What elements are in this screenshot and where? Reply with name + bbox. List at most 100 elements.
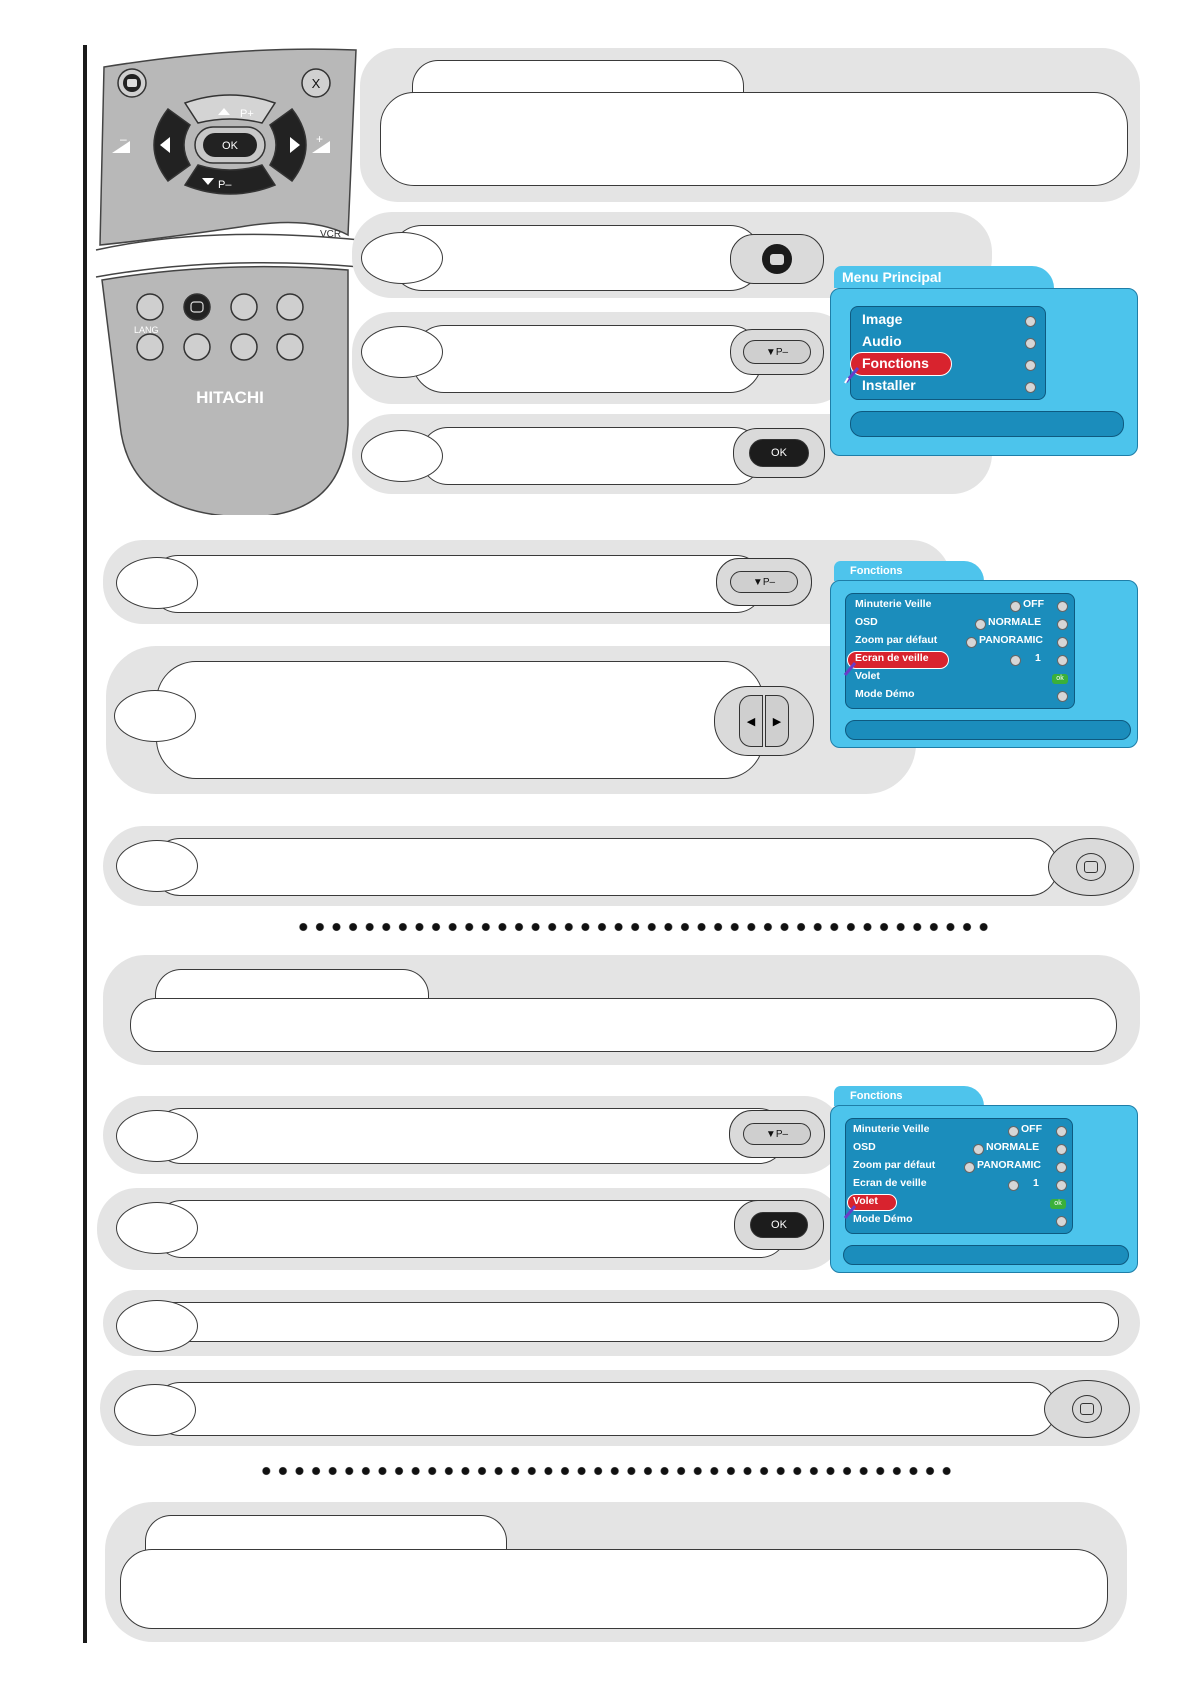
ok-button-icon: OK bbox=[733, 428, 825, 478]
arrow-dot-icon bbox=[1057, 637, 1068, 648]
intro-text-box bbox=[380, 92, 1128, 186]
p-minus-label: P– bbox=[775, 1128, 789, 1140]
step-text-box bbox=[420, 427, 762, 485]
p-minus-label: P– bbox=[775, 346, 789, 358]
ok-badge: ok bbox=[1050, 1199, 1066, 1209]
remote-menu-lower-button bbox=[183, 293, 211, 321]
info-tab bbox=[155, 969, 429, 1000]
remote-ok-label: OK bbox=[222, 140, 239, 152]
step-text-box bbox=[150, 555, 764, 613]
remote-p-plus-label: P+ bbox=[240, 108, 254, 120]
step-number-circle bbox=[116, 1202, 198, 1254]
ok-label: OK bbox=[771, 1219, 787, 1231]
arrow-dot-icon bbox=[1057, 691, 1068, 702]
arrow-dot-icon bbox=[1010, 655, 1021, 666]
remote-right-button bbox=[269, 107, 307, 183]
fonctions-row-value: 1 bbox=[1033, 1177, 1039, 1189]
arrow-dot-icon bbox=[1057, 601, 1068, 612]
step-text-box bbox=[154, 1382, 1056, 1436]
ok-button-inner: OK bbox=[749, 439, 809, 467]
step-number-circle bbox=[116, 840, 198, 892]
step-text-box bbox=[156, 661, 764, 779]
remote-lang-label: LANG bbox=[134, 325, 159, 335]
p-minus-button-icon: ▼ P– bbox=[729, 1110, 825, 1158]
fonctions-row-label[interactable]: OSD bbox=[855, 616, 878, 628]
fonctions-row-label[interactable]: Zoom par défaut bbox=[855, 634, 938, 646]
fonctions-row-value: PANORAMIC bbox=[977, 1159, 1041, 1171]
arrow-dot-icon bbox=[1056, 1162, 1067, 1173]
menu-button-icon bbox=[730, 234, 824, 284]
fonctions-menu-1-highlight bbox=[847, 651, 949, 669]
remote-p-plus-button bbox=[183, 94, 277, 124]
arrow-dot-icon bbox=[1008, 1126, 1019, 1137]
p-minus-button-icon: ▼ P– bbox=[730, 329, 824, 375]
arrow-dot-icon bbox=[1057, 655, 1068, 666]
step-number-circle bbox=[114, 690, 196, 742]
info-tab bbox=[145, 1515, 507, 1552]
fonctions-menu-2-list bbox=[845, 1118, 1073, 1234]
remote-p-minus-button bbox=[183, 164, 277, 195]
step-number-circle bbox=[361, 232, 443, 284]
fonctions-menu-1-status-bar bbox=[845, 720, 1131, 740]
ok-badge: ok bbox=[1052, 674, 1068, 684]
arrow-dot-icon bbox=[1025, 382, 1036, 393]
dotted-separator bbox=[258, 1464, 958, 1478]
remote-control-illustration: X P+ P– OK – + VCR LANG HITACHI bbox=[95, 48, 361, 515]
arrow-dot-icon bbox=[1025, 360, 1036, 371]
fonctions-row-value: OFF bbox=[1021, 1123, 1042, 1135]
fonctions-row-value: 1 bbox=[1035, 652, 1041, 664]
arrow-dot-icon bbox=[1057, 619, 1068, 630]
step-number-circle bbox=[116, 1300, 198, 1352]
arrow-dot-icon bbox=[1056, 1216, 1067, 1227]
step-number-circle bbox=[361, 326, 443, 378]
menu-item-audio[interactable]: Audio bbox=[862, 333, 902, 349]
menu-button-icon bbox=[1048, 838, 1134, 896]
intro-tab bbox=[412, 60, 744, 95]
arrow-dot-icon bbox=[973, 1144, 984, 1155]
info-text-box bbox=[120, 1549, 1108, 1629]
fonctions-menu-2-title: Fonctions bbox=[834, 1086, 984, 1106]
fonctions-row-label[interactable]: Mode Démo bbox=[853, 1213, 913, 1225]
fonctions-row-value: OFF bbox=[1023, 598, 1044, 610]
menu-item-installer[interactable]: Installer bbox=[862, 377, 916, 393]
arrow-dot-icon bbox=[1025, 316, 1036, 327]
fonctions-row-label[interactable]: Zoom par défaut bbox=[853, 1159, 936, 1171]
fonctions-row-label[interactable]: Ecran de veille bbox=[855, 652, 929, 664]
menu-principal-highlight bbox=[850, 352, 952, 376]
step-text-box bbox=[154, 1302, 1119, 1342]
pencil-cursor-icon bbox=[844, 367, 860, 384]
fonctions-row-label[interactable]: Ecran de veille bbox=[853, 1177, 927, 1189]
step-number-circle bbox=[116, 557, 198, 609]
menu-item-fonctions[interactable]: Fonctions bbox=[862, 355, 929, 371]
menu-item-image[interactable]: Image bbox=[862, 311, 903, 327]
step-text-box bbox=[152, 838, 1058, 896]
remote-brand: HITACHI bbox=[196, 388, 264, 407]
arrow-dot-icon bbox=[1008, 1180, 1019, 1191]
remote-vol-minus-label: – bbox=[120, 132, 127, 146]
fonctions-row-label[interactable]: Minuterie Veille bbox=[855, 598, 932, 610]
step-number-circle bbox=[114, 1384, 196, 1436]
fonctions-row-label[interactable]: Minuterie Veille bbox=[853, 1123, 930, 1135]
fonctions-menu-2-status-bar bbox=[843, 1245, 1129, 1265]
ok-button-inner: OK bbox=[750, 1212, 808, 1238]
menu-button-icon bbox=[1044, 1380, 1130, 1438]
fonctions-row-value: PANORAMIC bbox=[979, 634, 1043, 646]
fonctions-row-label[interactable]: Volet bbox=[855, 670, 880, 682]
arrow-dot-icon bbox=[964, 1162, 975, 1173]
arrow-dot-icon bbox=[1010, 601, 1021, 612]
ok-button-icon: OK bbox=[734, 1200, 824, 1250]
fonctions-row-label[interactable]: OSD bbox=[853, 1141, 876, 1153]
arrow-dot-icon bbox=[1056, 1126, 1067, 1137]
remote-vcr-label: VCR bbox=[320, 229, 341, 240]
ok-label: OK bbox=[771, 447, 787, 459]
fonctions-row-label[interactable]: Volet bbox=[853, 1195, 878, 1207]
fonctions-row-label[interactable]: Mode Démo bbox=[855, 688, 915, 700]
arrow-dot-icon bbox=[966, 637, 977, 648]
fonctions-menu-1-title: Fonctions bbox=[834, 561, 984, 581]
step-text-box bbox=[412, 325, 762, 393]
menu-principal-title: Menu Principal bbox=[834, 266, 1054, 288]
remote-x-button bbox=[301, 68, 331, 98]
fonctions-row-value: NORMALE bbox=[988, 616, 1042, 628]
remote-p-minus-label: P– bbox=[218, 179, 232, 191]
p-minus-label: P– bbox=[762, 576, 776, 588]
